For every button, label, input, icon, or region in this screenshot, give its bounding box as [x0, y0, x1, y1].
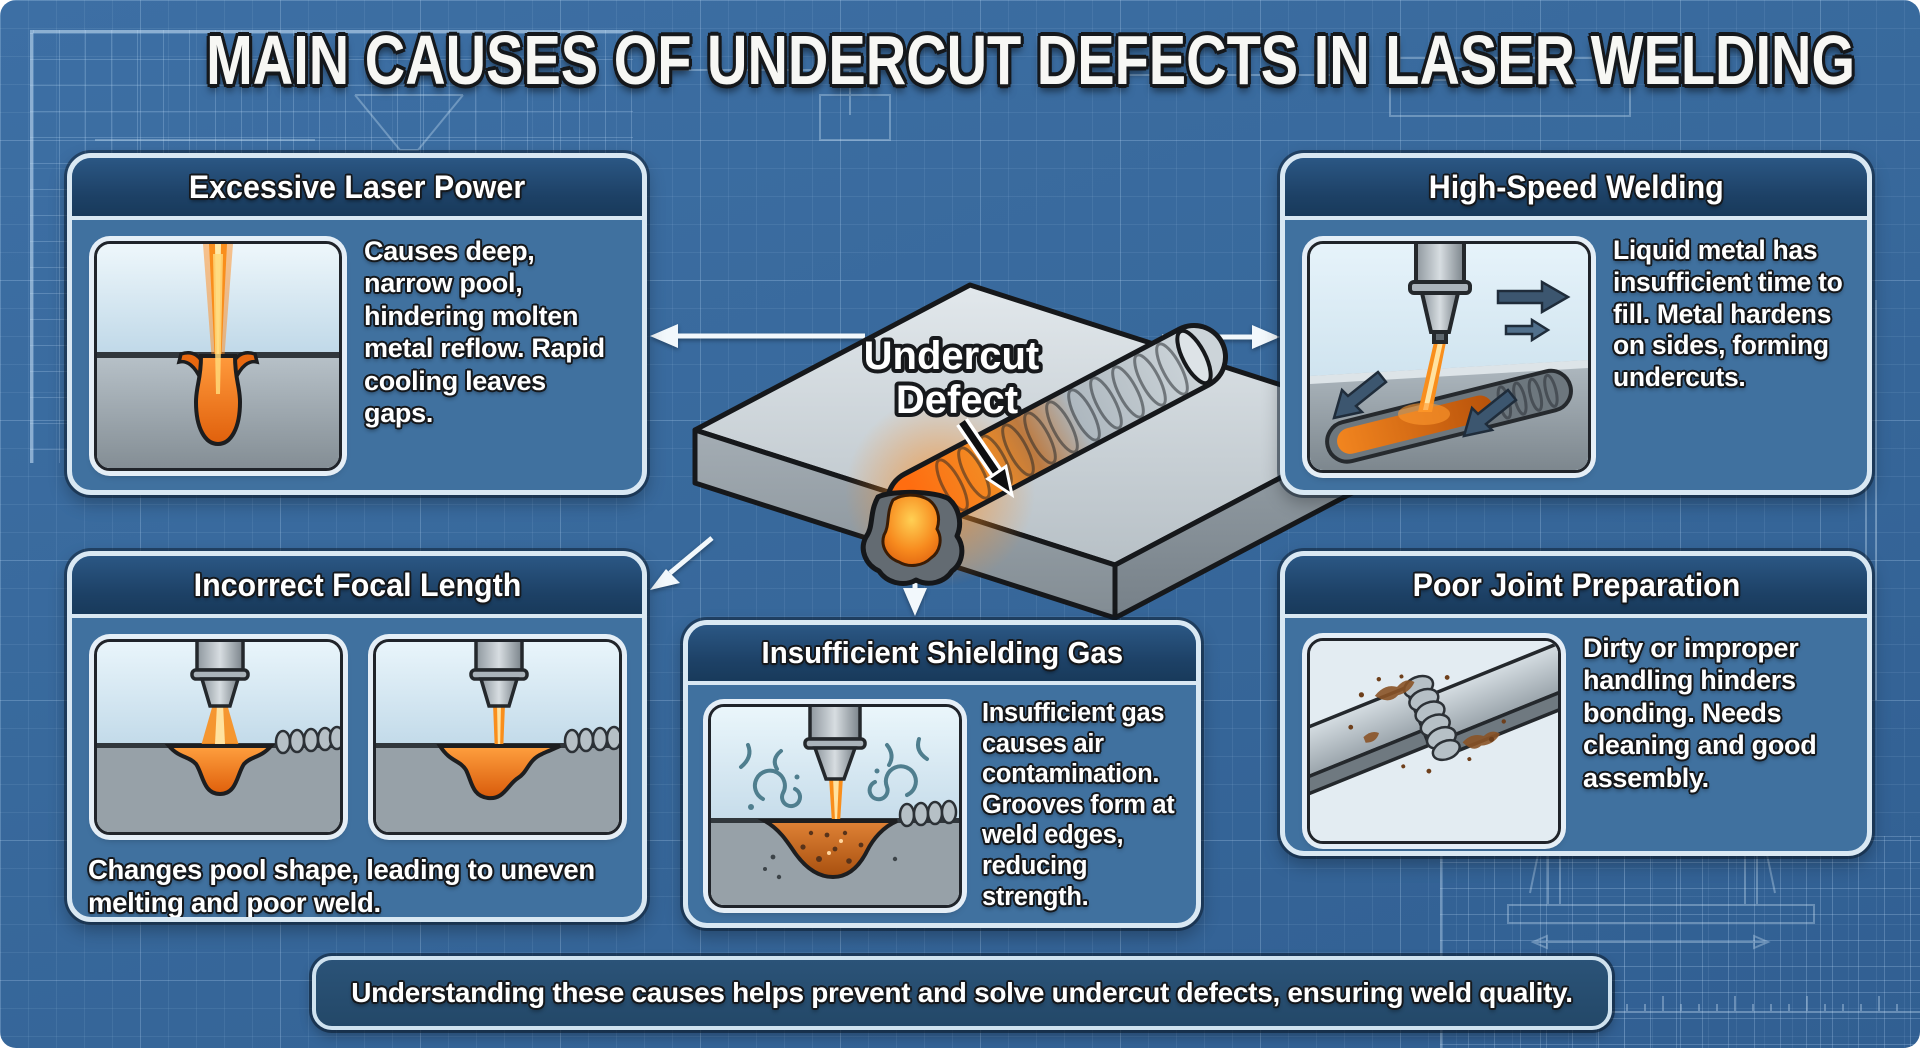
panel-incorrect-focal-length: Incorrect Focal Length — [67, 551, 647, 922]
focal-length-illustration-wide-pool — [94, 639, 343, 835]
focal-length-illustration-uneven-pool — [373, 639, 622, 835]
panel-title: High-Speed Welding — [1428, 168, 1724, 205]
panel-body-text: Dirty or improper handling hinders bondi… — [1583, 633, 1817, 793]
panel-title: Incorrect Focal Length — [193, 566, 521, 603]
panel-header: High-Speed Welding — [1285, 158, 1867, 220]
speed-arrows — [1332, 279, 1571, 438]
shielding-gas-illustration — [708, 704, 962, 908]
panel-title: Excessive Laser Power — [188, 168, 526, 205]
panel-header: Incorrect Focal Length — [72, 556, 642, 618]
panel-body-text: Changes pool shape, leading to uneven me… — [88, 854, 595, 918]
gas-swirls — [739, 737, 929, 809]
molten-pool — [881, 493, 942, 567]
panel-high-speed-welding: High-Speed Welding — [1280, 153, 1872, 495]
panel-header: Excessive Laser Power — [72, 158, 642, 220]
arrow-to-incorrect-focal-length — [650, 536, 714, 590]
panel-body-text: Causes deep, narrow pool, hindering molt… — [364, 236, 605, 428]
panel-title: Poor Joint Preparation — [1412, 566, 1740, 603]
footer-text: Understanding these causes helps prevent… — [351, 977, 1573, 1009]
high-speed-welding-illustration — [1307, 241, 1591, 473]
arrow-to-excessive-laser-power — [650, 324, 865, 348]
panel-poor-joint-preparation: Poor Joint Preparation — [1280, 551, 1872, 856]
panel-body-text: Insufficient gas causes air contaminatio… — [982, 699, 1175, 911]
panel-header: Poor Joint Preparation — [1285, 556, 1867, 618]
panel-header: Insufficient Shielding Gas — [688, 625, 1196, 685]
poor-joint-illustration — [1307, 638, 1561, 844]
page-title: MAIN CAUSES OF UNDERCUT DEFECTS IN LASER… — [206, 21, 1856, 99]
panel-insufficient-shielding-gas: Insufficient Shielding Gas — [683, 620, 1201, 928]
page-title-wrap: MAIN CAUSES OF UNDERCUT DEFECTS IN LASER… — [0, 21, 1920, 99]
excessive-laser-power-illustration — [94, 241, 342, 471]
footer-banner: Understanding these causes helps prevent… — [312, 956, 1612, 1030]
weld-bead — [885, 323, 1228, 536]
dirt-contamination — [1363, 680, 1501, 749]
defect-pointer-arrow — [956, 418, 1015, 499]
panel-title: Insufficient Shielding Gas — [761, 635, 1123, 670]
panel-body-text: Liquid metal has insufficient time to fi… — [1613, 235, 1843, 393]
weld-bead-ribs — [1402, 674, 1461, 762]
undercut-defect-label: Undercut Defect — [864, 334, 1051, 422]
panel-excessive-laser-power: Excessive Laser Power — [67, 153, 647, 495]
